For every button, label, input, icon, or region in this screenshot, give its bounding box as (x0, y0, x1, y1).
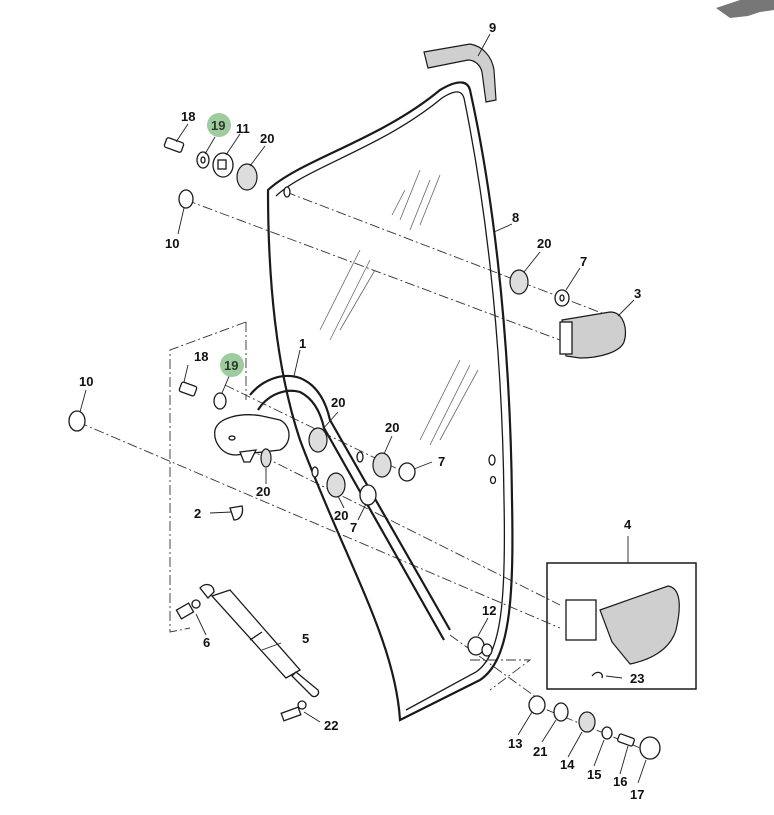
callout-20-hinge[interactable]: 20 (256, 484, 270, 499)
part-19-washer-lower[interactable] (213, 392, 227, 410)
part-7-washers-mid[interactable] (311, 451, 416, 506)
part-17-cap[interactable] (639, 736, 661, 760)
part-15-washer[interactable] (601, 726, 613, 740)
part-9-seal[interactable] (423, 43, 497, 103)
callout-15[interactable]: 15 (587, 767, 601, 782)
callout-labels: 9 18 19 11 20 10 8 20 7 3 1 18 19 10 20 … (79, 20, 644, 802)
part-18-screw-lower[interactable] (178, 381, 198, 397)
part-12-grommet[interactable] (467, 636, 493, 657)
callout-13[interactable]: 13 (508, 736, 522, 751)
part-16-screw[interactable] (617, 733, 635, 747)
callout-18-lower[interactable]: 18 (194, 349, 208, 364)
callout-7-mid-right[interactable]: 7 (438, 454, 445, 469)
callout-7-mid-lower[interactable]: 7 (350, 520, 357, 535)
part-5-gas-strut[interactable] (199, 583, 320, 698)
callout-8[interactable]: 8 (512, 210, 519, 225)
part-1-hinge-rod[interactable] (214, 374, 451, 641)
part-11-plate[interactable] (212, 152, 234, 178)
callout-5[interactable]: 5 (302, 631, 309, 646)
callout-20-mid-right[interactable]: 20 (385, 420, 399, 435)
part-22-bolt[interactable] (280, 700, 307, 722)
callout-2[interactable]: 2 (194, 506, 201, 521)
callout-7-right[interactable]: 7 (580, 254, 587, 269)
leader-lines (79, 33, 647, 784)
callout-17[interactable]: 17 (630, 787, 644, 802)
callout-20-upper[interactable]: 20 (260, 131, 274, 146)
callout-19-lower[interactable]: 19 (224, 358, 238, 373)
part-20-knob-upper[interactable] (236, 163, 258, 191)
callout-21[interactable]: 21 (533, 744, 547, 759)
callout-19-upper[interactable]: 19 (211, 118, 225, 133)
part-20-knob-mid[interactable] (260, 427, 392, 498)
group-outline-bottom (470, 659, 532, 691)
group-outline-left (169, 321, 247, 633)
callout-4[interactable]: 4 (624, 517, 632, 532)
axis-lines (77, 191, 651, 753)
highlight-badge-19-upper[interactable] (207, 113, 231, 137)
callout-20-mid-left[interactable]: 20 (331, 395, 345, 410)
callout-9[interactable]: 9 (489, 20, 496, 35)
part-10-washer-lower[interactable] (68, 410, 86, 432)
callout-3[interactable]: 3 (634, 286, 641, 301)
part-3-catch-handle[interactable] (559, 311, 627, 359)
expand-arrow-icon[interactable] (716, 0, 774, 18)
part-18-screw-upper[interactable] (163, 137, 185, 153)
part-13-washer[interactable] (528, 695, 546, 715)
part-14-bushing[interactable] (578, 711, 596, 733)
callout-10-upper[interactable]: 10 (165, 236, 179, 251)
callout-6[interactable]: 6 (203, 635, 210, 650)
highlight-badge-19-lower[interactable] (220, 353, 244, 377)
part-4-box[interactable] (546, 562, 697, 690)
part-20-knob-right[interactable] (509, 269, 529, 295)
callout-16[interactable]: 16 (613, 774, 627, 789)
callout-14[interactable]: 14 (560, 757, 575, 772)
callout-18-upper[interactable]: 18 (181, 109, 195, 124)
callout-22[interactable]: 22 (324, 718, 338, 733)
part-2-cap[interactable] (229, 505, 244, 521)
callout-10-lower[interactable]: 10 (79, 374, 93, 389)
part-8-glass-panel[interactable] (266, 81, 514, 722)
part-19-washer-upper[interactable] (196, 151, 210, 169)
callout-11[interactable]: 11 (236, 121, 250, 136)
callout-20-mid-lower[interactable]: 20 (334, 508, 348, 523)
callout-23[interactable]: 23 (630, 671, 644, 686)
part-21-circlip[interactable] (553, 702, 569, 722)
callout-20-right[interactable]: 20 (537, 236, 551, 251)
part-10-washer-upper[interactable] (178, 189, 194, 209)
callout-12[interactable]: 12 (482, 603, 496, 618)
part-6-ball-stud[interactable] (175, 599, 201, 620)
part-7-washer-right[interactable] (554, 289, 570, 307)
callout-1[interactable]: 1 (299, 336, 306, 351)
